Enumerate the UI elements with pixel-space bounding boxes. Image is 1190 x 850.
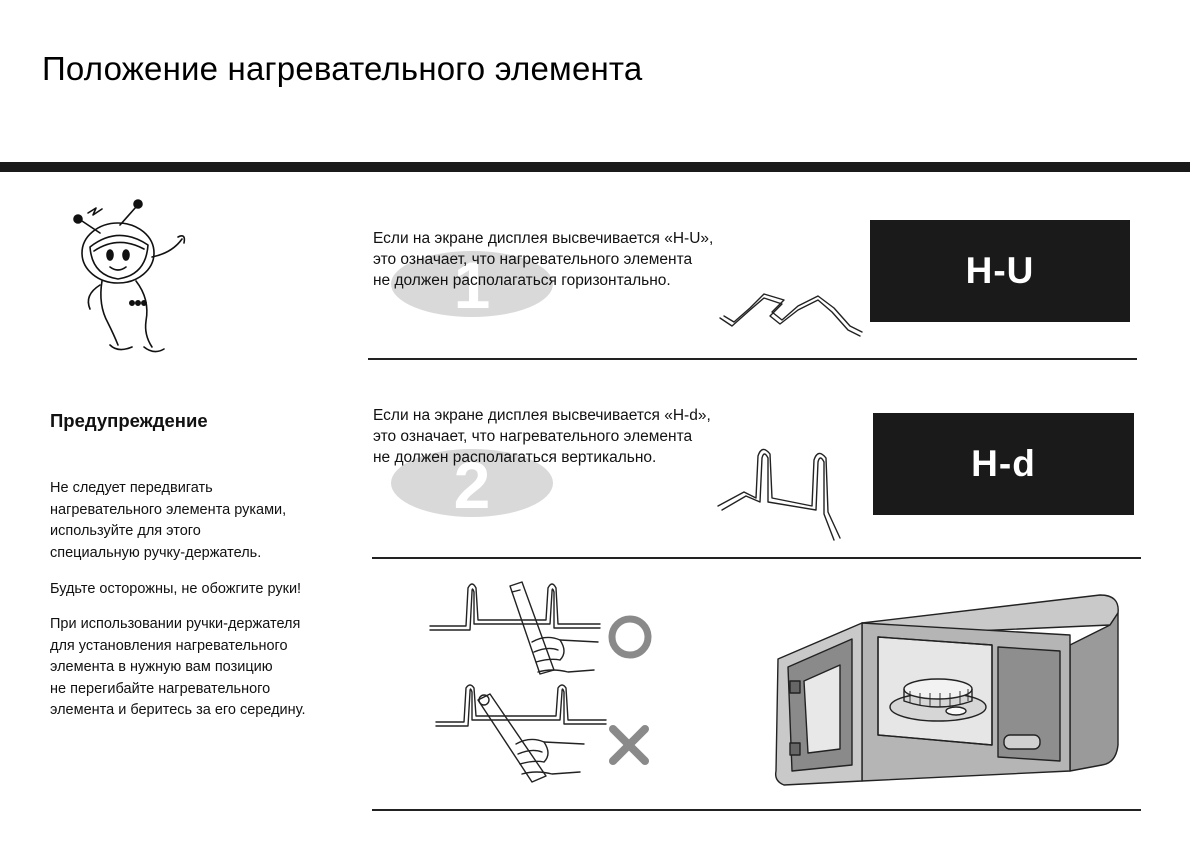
step-number-1: 1	[454, 248, 491, 322]
step-number-2: 2	[454, 448, 491, 522]
step-number-badge-2: 2	[391, 448, 553, 522]
step-1-line-3: не должен располагаться горизонтально.	[373, 272, 671, 289]
mascot-icon	[73, 199, 186, 353]
warning-p1-line-3: используйте для этого	[50, 523, 201, 539]
warning-p1-line-1: Не следует передвигать	[50, 480, 213, 496]
handle-correct-illustration	[429, 581, 601, 675]
step-1-text: Если на экране дисплея высвечивается «H-…	[373, 228, 713, 291]
warning-p2-line-1: Будьте осторожны, не обожгите руки!	[50, 581, 302, 597]
warning-paragraph-2: Будьте осторожны, не обожгите руки!	[50, 579, 301, 601]
display-code-hu: H-U	[870, 220, 1130, 322]
circle-correct-icon	[608, 615, 652, 659]
handle-incorrect-illustration	[435, 684, 607, 783]
step-2-line-3: не должен располагаться вертикально.	[373, 449, 657, 466]
section-divider-2	[372, 557, 1141, 559]
warning-p3-line-2: для установления нагревательного	[50, 637, 288, 654]
warning-p3-line-1: При использовании ручки-держателя	[50, 616, 301, 632]
display-code-hd: H-d	[873, 413, 1134, 515]
warning-paragraph-3: При использовании ручки-держателя для ус…	[50, 614, 305, 722]
step-1-line-2: это означает, что нагревательного элемен…	[373, 251, 693, 268]
warning-p3-line-4: не перегибайте нагревательного	[50, 680, 271, 697]
warning-p3-line-3: элемента в нужную вам позицию	[50, 659, 273, 675]
warning-paragraph-1: Не следует передвигать нагревательного э…	[50, 478, 286, 564]
header-rule	[0, 162, 1190, 172]
step-2-line-1: Если на экране дисплея высвечивается «H-…	[373, 407, 711, 424]
microwave-illustration	[774, 594, 1119, 786]
heater-vertical-icon	[717, 448, 841, 541]
page-title: Положение нагревательного элемента	[42, 50, 643, 87]
heater-horizontal-icon	[719, 293, 863, 337]
display-code-hu-text: H-U	[965, 250, 1035, 291]
warning-p3-line-5: элемента и беритесь за его середину.	[50, 702, 306, 718]
step-2-text: Если на экране дисплея высвечивается «H-…	[373, 405, 711, 468]
display-code-hd-text: H-d	[971, 443, 1036, 484]
warning-p1-line-2: нагревательного элемента руками,	[50, 501, 287, 518]
step-1-line-1: Если на экране дисплея высвечивается «H-…	[373, 230, 714, 247]
step-number-badge-1: 1	[391, 248, 553, 322]
section-divider-1	[368, 358, 1137, 360]
step-2-line-2: это означает, что нагревательного элемен…	[373, 428, 693, 445]
warning-title: Предупреждение	[50, 410, 208, 431]
warning-p1-line-4: специальную ручку-держатель.	[50, 544, 262, 561]
section-divider-3	[372, 809, 1141, 811]
cross-incorrect-icon	[609, 725, 649, 765]
